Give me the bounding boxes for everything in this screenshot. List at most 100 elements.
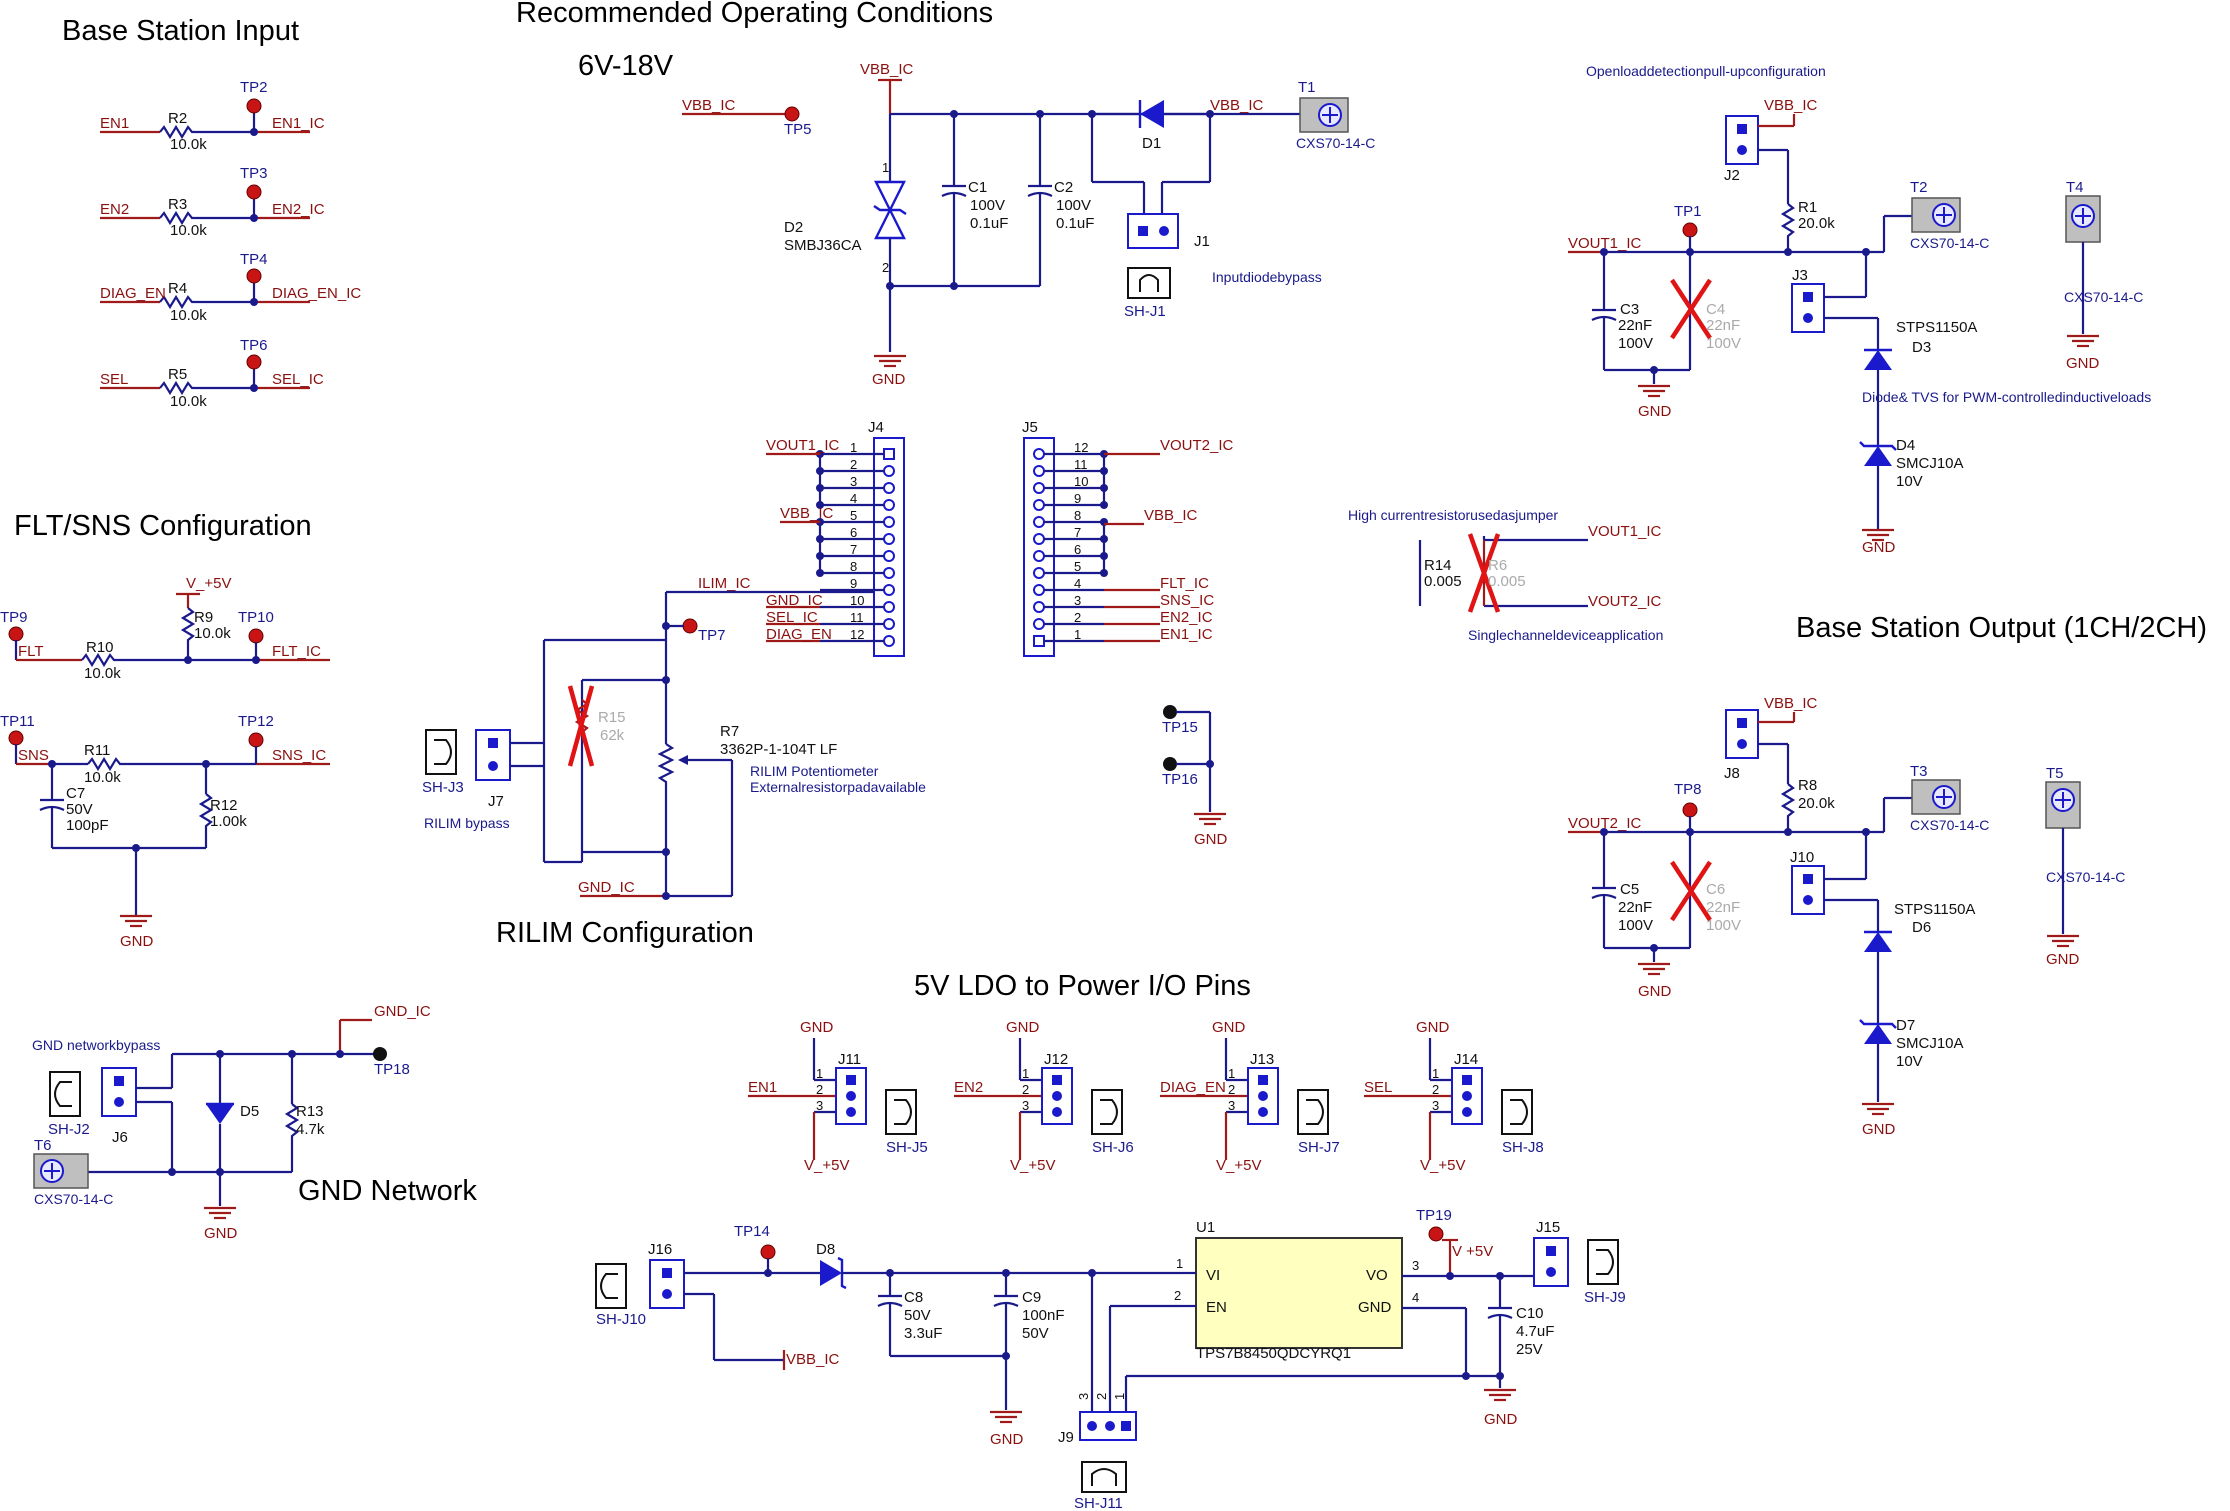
ref-t2: T2 [1910,179,1928,196]
jumper-j16[interactable] [649,1259,685,1309]
jumper-j3[interactable] [1791,283,1825,333]
j5-pin [1033,516,1045,528]
j4-pin [883,601,895,613]
testpoint-tp19[interactable] [1428,1226,1444,1242]
label-shunt-j12: SH-J6 [1092,1139,1134,1156]
gnd-t4: GND [2066,355,2100,372]
net-j12: EN2 [954,1079,983,1096]
note-openload: Openloaddetectionpull-upconfiguration [1586,63,1826,79]
shunt-sh-j2[interactable] [49,1071,81,1117]
gnd-vbb: GND [872,371,906,388]
j5-pin [1033,448,1045,460]
ref-t1: T1 [1298,79,1316,96]
vbb-input-block: VBB_IC TP5 VBB_IC 1 2 D2 SMBJ36CA GND C1… [682,61,1375,388]
net-vbb-ic-tp5: VBB_IC [682,97,736,114]
testpoint-tp1[interactable] [1682,222,1698,238]
u1-pinnum-1: 1 [1176,1256,1183,1271]
val-t5: CXS70-14-C [2046,869,2125,885]
shunt-sh-j1[interactable] [1127,267,1171,299]
ref-j5: J5 [1022,419,1038,436]
net-vout1-ic-j4: VOUT1_IC [766,437,840,454]
j5-pin [1033,635,1045,647]
j4-pin-number: 10 [850,593,864,608]
net-en2-ic-j5: EN2_IC [1160,609,1213,626]
testpoint-tp10[interactable] [248,628,264,644]
u1-pin-vi: VI [1206,1267,1220,1284]
testpoint-tp6[interactable] [246,354,262,370]
gnd-j14: GND [1416,1019,1450,1036]
j12-pin3: 3 [1022,1098,1029,1113]
j13-pin1: 1 [1228,1066,1235,1081]
val-r14: 0.005 [1424,573,1462,590]
ref-j15: J15 [1536,1219,1560,1236]
jumper-j7[interactable] [475,729,511,781]
jumper-j6[interactable] [101,1067,137,1117]
label-tp1: TP1 [1674,203,1702,220]
ref-r5: R5 [168,366,187,383]
j5-pin [1033,533,1045,545]
gnd-j13: GND [1212,1019,1246,1036]
ic-u1[interactable] [1195,1237,1403,1349]
val-c3: 22nF [1618,317,1652,334]
gnd-d4: GND [1862,539,1896,556]
pin-d2-2: 2 [882,260,889,275]
label-tp2: TP2 [240,79,268,96]
testpoint-tp2[interactable] [246,98,262,114]
testpoint-tp8[interactable] [1682,802,1698,818]
net-flt-ic-j5: FLT_IC [1160,575,1209,592]
label-tp12: TP12 [238,713,274,730]
val-r11: 10.0k [84,769,121,786]
v5-j14: V_+5V [1420,1157,1465,1174]
val-r5: 10.0k [170,393,207,410]
pin-j9-2: 2 [1094,1393,1109,1400]
j5-pin-number: 1 [1074,627,1081,642]
u1-pinnum-4: 4 [1412,1290,1419,1305]
val-c5: 22nF [1618,899,1652,916]
testpoint-tp3[interactable] [246,184,262,200]
testpoint-tp5[interactable] [784,106,800,122]
val-r3: 10.0k [170,222,207,239]
testpoint-tp4[interactable] [246,268,262,284]
testpoint-tp12[interactable] [248,732,264,748]
j4-pin [883,516,895,528]
j4-pin-number: 2 [850,457,857,472]
ref-u1: U1 [1196,1219,1215,1236]
shunt-sh-j11[interactable] [1081,1461,1127,1493]
ref-d3: D3 [1912,339,1931,356]
j13-pin3: 3 [1228,1098,1235,1113]
ref-t6: T6 [34,1137,52,1154]
net-sel: SEL [100,371,128,388]
net-vbb-ic-j5: VBB_IC [1144,507,1198,524]
jumper-j1[interactable] [1127,213,1179,249]
testpoint-tp11[interactable] [8,730,24,746]
jumper-j8[interactable] [1725,709,1759,759]
jumper-j2[interactable] [1725,115,1759,165]
testpoint-tp7[interactable] [682,618,698,634]
ref-c7: C7 [66,785,85,802]
jumper-j15[interactable] [1533,1237,1569,1287]
net-v5-ldo: V +5V [1452,1243,1493,1260]
ref-c10: C10 [1516,1305,1544,1322]
ref-j13: J13 [1250,1051,1274,1068]
gnd-t5: GND [2046,951,2080,968]
ref-r10: R10 [86,639,114,656]
net-en1: EN1 [100,115,129,132]
label-sh-j2: SH-J2 [48,1121,90,1138]
net-vbb-ic-d1: VBB_IC [1210,97,1264,114]
testpoint-tp14[interactable] [760,1244,776,1260]
note1-r7: RILIM Potentiometer [750,763,879,779]
testpoint-tp15[interactable] [1163,705,1177,719]
val-d6: STPS1150A [1894,901,1975,918]
ref-r15: R15 [598,709,626,726]
testpoint-tp9[interactable] [8,626,24,642]
net-vout2-ic-r6: VOUT2_IC [1588,593,1662,610]
testpoint-tp16[interactable] [1163,757,1177,771]
net-j14: SEL [1364,1079,1392,1096]
testpoint-tp18[interactable] [373,1047,387,1061]
j4-pin-number: 9 [850,576,857,591]
jumper-j10[interactable] [1791,865,1825,915]
title-flt-sns: FLT/SNS Configuration [14,510,312,542]
j11-pin1: 1 [816,1066,823,1081]
